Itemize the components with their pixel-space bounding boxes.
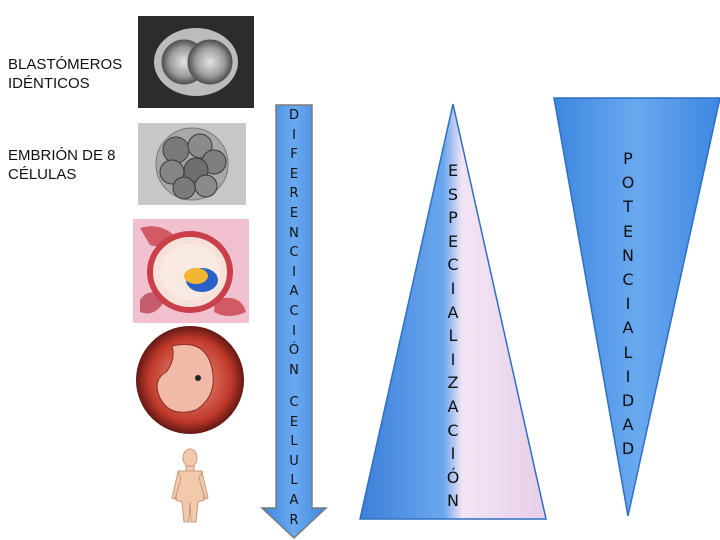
potencialidad-triangle <box>553 97 720 517</box>
vertical-letter: C <box>447 420 459 440</box>
vertical-letter: P <box>623 149 633 168</box>
vertical-letter: E <box>447 161 459 180</box>
vertical-letter: Ó <box>446 467 460 487</box>
vertical-letter: P <box>448 208 458 228</box>
vertical-letter: Z <box>447 373 459 393</box>
vertical-letter: E <box>447 231 459 251</box>
vertical-letter: A <box>289 284 299 300</box>
human-figure-image <box>171 448 209 523</box>
vertical-letter: D <box>621 439 635 459</box>
especializacion-triangle <box>359 103 547 520</box>
vertical-letter: N <box>289 225 299 241</box>
vertical-letter: C <box>289 245 299 261</box>
vertical-letter: E <box>289 414 299 430</box>
vertical-letter: A <box>447 302 459 322</box>
vertical-letter: N <box>447 491 459 511</box>
vertical-letter: I <box>450 444 456 464</box>
vertical-letter: A <box>622 415 634 435</box>
vertical-letter: N <box>622 245 634 265</box>
vertical-letter: O <box>621 173 635 193</box>
vertical-letter: L <box>290 473 298 489</box>
vertical-letter: I <box>292 323 296 339</box>
vertical-letter: A <box>289 492 299 508</box>
vertical-letter: T <box>623 197 633 217</box>
vertical-letter: I <box>450 349 456 369</box>
vertical-letter: C <box>622 270 634 290</box>
vertical-letter: F <box>290 147 298 163</box>
vertical-letter: A <box>447 396 459 416</box>
vertical-letter: C <box>447 255 459 275</box>
embryo-image <box>136 326 244 434</box>
vertical-letter: I <box>625 366 631 386</box>
vertical-letter: C <box>289 395 299 410</box>
vertical-letter: L <box>290 434 298 450</box>
vertical-letter: I <box>625 294 631 314</box>
eight-cell-embryo-image <box>138 123 246 205</box>
vertical-letter: Ó <box>288 343 300 359</box>
vertical-letter: R <box>289 512 299 528</box>
vertical-letter: C <box>289 303 299 319</box>
vertical-letter: N <box>289 362 299 378</box>
label-blastomeros: BLASTÓMEROS IDÉNTICOS <box>8 56 123 92</box>
diferenciacion-arrow <box>260 104 328 540</box>
vertical-letter: I <box>450 278 456 298</box>
vertical-letter: A <box>622 318 634 338</box>
vertical-letter: E <box>289 205 299 221</box>
vertical-letter: L <box>623 342 633 362</box>
vertical-letter: E <box>289 166 299 182</box>
blastomeres-image <box>138 16 254 108</box>
vertical-letter: I <box>292 264 296 280</box>
vertical-letter: E <box>622 221 634 241</box>
vertical-letter: U <box>289 453 299 469</box>
vertical-letter: I <box>292 127 296 143</box>
label-embrion-8-celulas: EMBRIÓN DE 8 CÉLULAS <box>8 147 116 183</box>
blastocyst-image <box>133 219 249 323</box>
vertical-letter: R <box>289 186 299 202</box>
vertical-letter: S <box>447 184 459 204</box>
vertical-letter: D <box>621 391 635 411</box>
vertical-letter: L <box>448 326 458 346</box>
vertical-letter: D <box>288 108 299 123</box>
